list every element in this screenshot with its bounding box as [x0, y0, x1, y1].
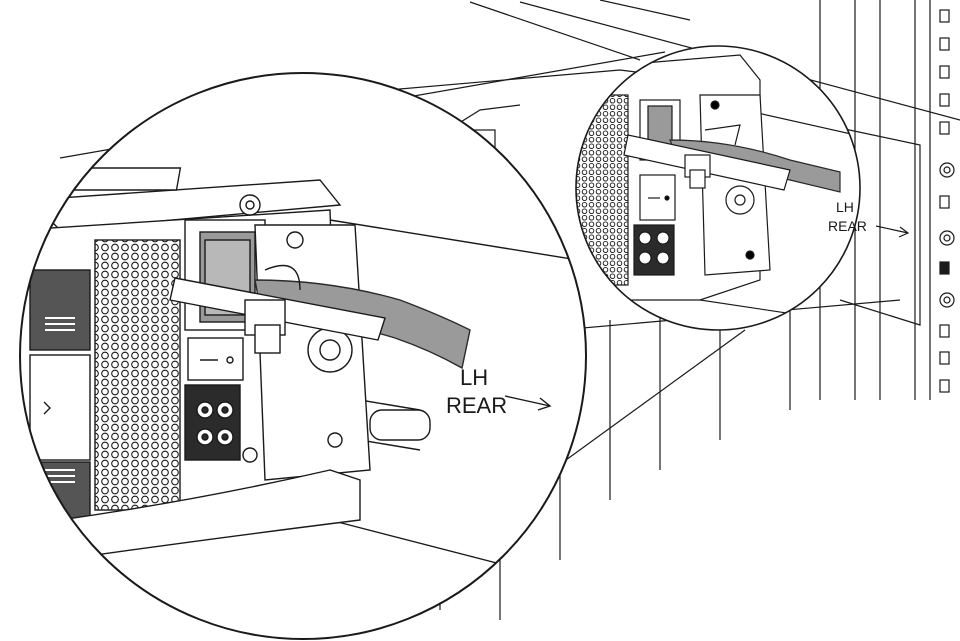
cable-tie-icon	[169, 264, 386, 354]
arrow-right-icon	[875, 225, 910, 238]
small-label-side: LH	[836, 199, 854, 215]
large-label-side: LH	[460, 365, 488, 390]
arrow-right-icon	[504, 395, 552, 411]
small-detail-callout: LH REAR	[575, 45, 910, 331]
psu-vent-grid	[94, 239, 181, 511]
small-label-position: REAR	[828, 218, 867, 234]
rack-screw-icon	[939, 162, 955, 308]
large-detail-callout: LH REAR	[19, 72, 587, 640]
power-switch-icon	[187, 337, 244, 381]
large-label-position: REAR	[446, 393, 507, 418]
led-indicator-icon	[184, 384, 241, 461]
rack-rail-holes	[939, 9, 950, 393]
small-callout-border	[575, 45, 861, 331]
drive-label-plate	[29, 269, 91, 351]
screw-icon	[327, 432, 343, 448]
large-callout-border	[19, 72, 587, 640]
